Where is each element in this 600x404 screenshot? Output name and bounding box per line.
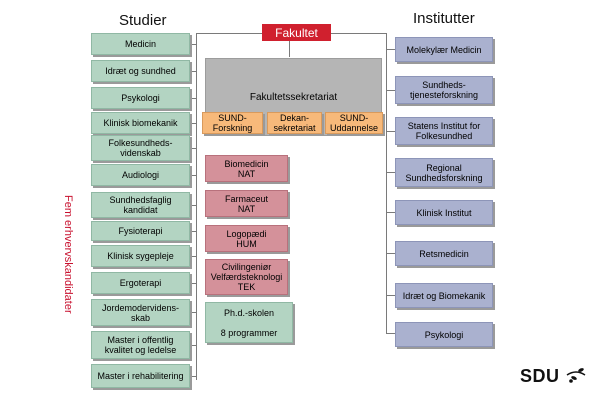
studier-item: Folkesundheds- videnskab (91, 135, 190, 161)
civilingenioer-box: Civilingeniør Velfærdsteknologi TEK (205, 259, 288, 295)
studier-connector (190, 44, 196, 45)
logopaedi-box: Logopædi HUM (205, 225, 288, 252)
studier-connector (190, 123, 196, 124)
institut-item: Klinisk Institut (395, 200, 493, 225)
right-spine-line (386, 33, 387, 333)
studier-item: Master i offentlig kvalitet og ledelse (91, 331, 190, 359)
studier-item: Fysioterapi (91, 221, 190, 241)
studier-item: Jordemodervidens- skab (91, 299, 190, 326)
sdu-logo-text: SDU (520, 366, 560, 386)
institutter-heading: Institutter (413, 10, 475, 27)
institut-connector (386, 131, 395, 132)
institut-connector (386, 253, 395, 254)
studier-item: Audiologi (91, 164, 190, 186)
institut-connector (386, 295, 395, 296)
institut-item: Sundheds- tjenesteforskning (395, 76, 493, 104)
biomedicin-box: Biomedicin NAT (205, 155, 288, 182)
studier-connector (190, 231, 196, 232)
institut-item: Molekylær Medicin (395, 37, 493, 62)
institut-item: Psykologi (395, 322, 493, 347)
institut-item: Retsmedicin (395, 241, 493, 266)
studier-item: Idræt og sundhed (91, 60, 190, 82)
studier-connector (190, 256, 196, 257)
sdu-leaf-icon (566, 368, 586, 383)
sund-forskning-box: SUND- Forskning (202, 112, 263, 134)
studier-item: Psykologi (91, 87, 190, 109)
studier-connector (190, 345, 196, 346)
top-right-line (331, 33, 386, 34)
studier-connector (190, 148, 196, 149)
sdu-logo: SDU (520, 366, 587, 387)
center-line (289, 40, 290, 57)
studier-connector (190, 205, 196, 206)
institut-item: Statens Institut for Folkesundhed (395, 117, 493, 145)
studier-item: Medicin (91, 33, 190, 55)
fakultet-title: Fakultet (262, 24, 331, 41)
dekansekretariat-box: Dekan- sekretariat (267, 112, 322, 134)
studier-item: Master i rehabilitering (91, 364, 190, 388)
institut-item: Idræt og Biomekanik (395, 283, 493, 308)
studier-connector (190, 98, 196, 99)
sund-uddannelse-box: SUND- Uddannelse (325, 112, 383, 134)
farmaceut-box: Farmaceut NAT (205, 190, 288, 217)
institut-connector (386, 212, 395, 213)
institut-connector (386, 90, 395, 91)
institut-connector (386, 49, 395, 50)
fem-erhvervskandidater-label: Fem erhvervskandidater (62, 195, 74, 314)
studier-item: Klinisk biomekanik (91, 112, 190, 134)
studier-connector (190, 376, 196, 377)
left-spine-line (196, 33, 197, 380)
studier-item: Sundhedsfaglig kandidat (91, 192, 190, 218)
institut-connector (386, 333, 395, 334)
studier-heading: Studier (119, 12, 167, 29)
fakultetssekretariat-label: Fakultetssekretariat (249, 92, 338, 103)
studier-connector (190, 312, 196, 313)
studier-connector (190, 175, 196, 176)
studier-connector (190, 71, 196, 72)
top-left-line (196, 33, 262, 34)
studier-item: Klinisk sygepleje (91, 245, 190, 267)
phd-skolen-box: Ph.d.-skolen 8 programmer (205, 302, 293, 343)
studier-connector (190, 283, 196, 284)
studier-item: Ergoterapi (91, 272, 190, 294)
institut-connector (386, 172, 395, 173)
institut-item: Regional Sundhedsforskning (395, 158, 493, 187)
